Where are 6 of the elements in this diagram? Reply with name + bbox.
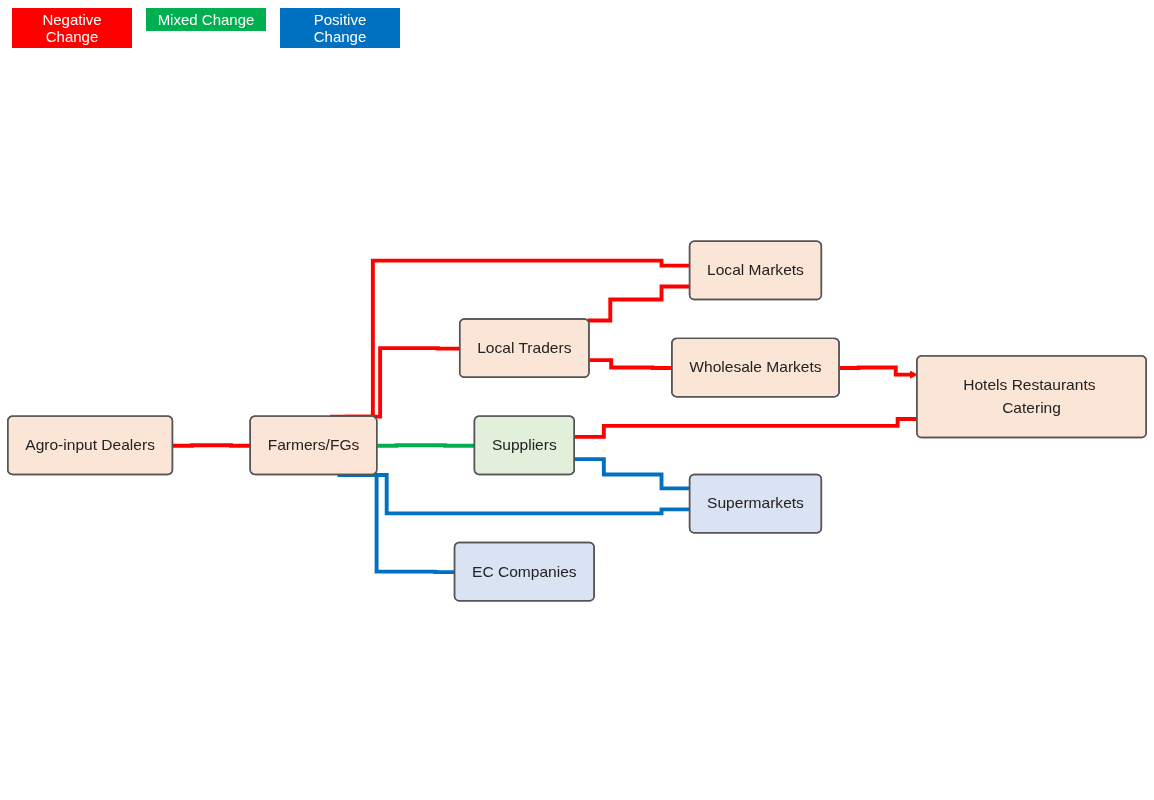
legend-swatch: Negative Change [12,8,132,48]
connector [172,443,251,448]
connector [337,473,455,575]
legend-swatch: Positive Change [280,8,400,48]
connector [377,443,475,448]
legend-swatch: Mixed Change [146,8,266,31]
